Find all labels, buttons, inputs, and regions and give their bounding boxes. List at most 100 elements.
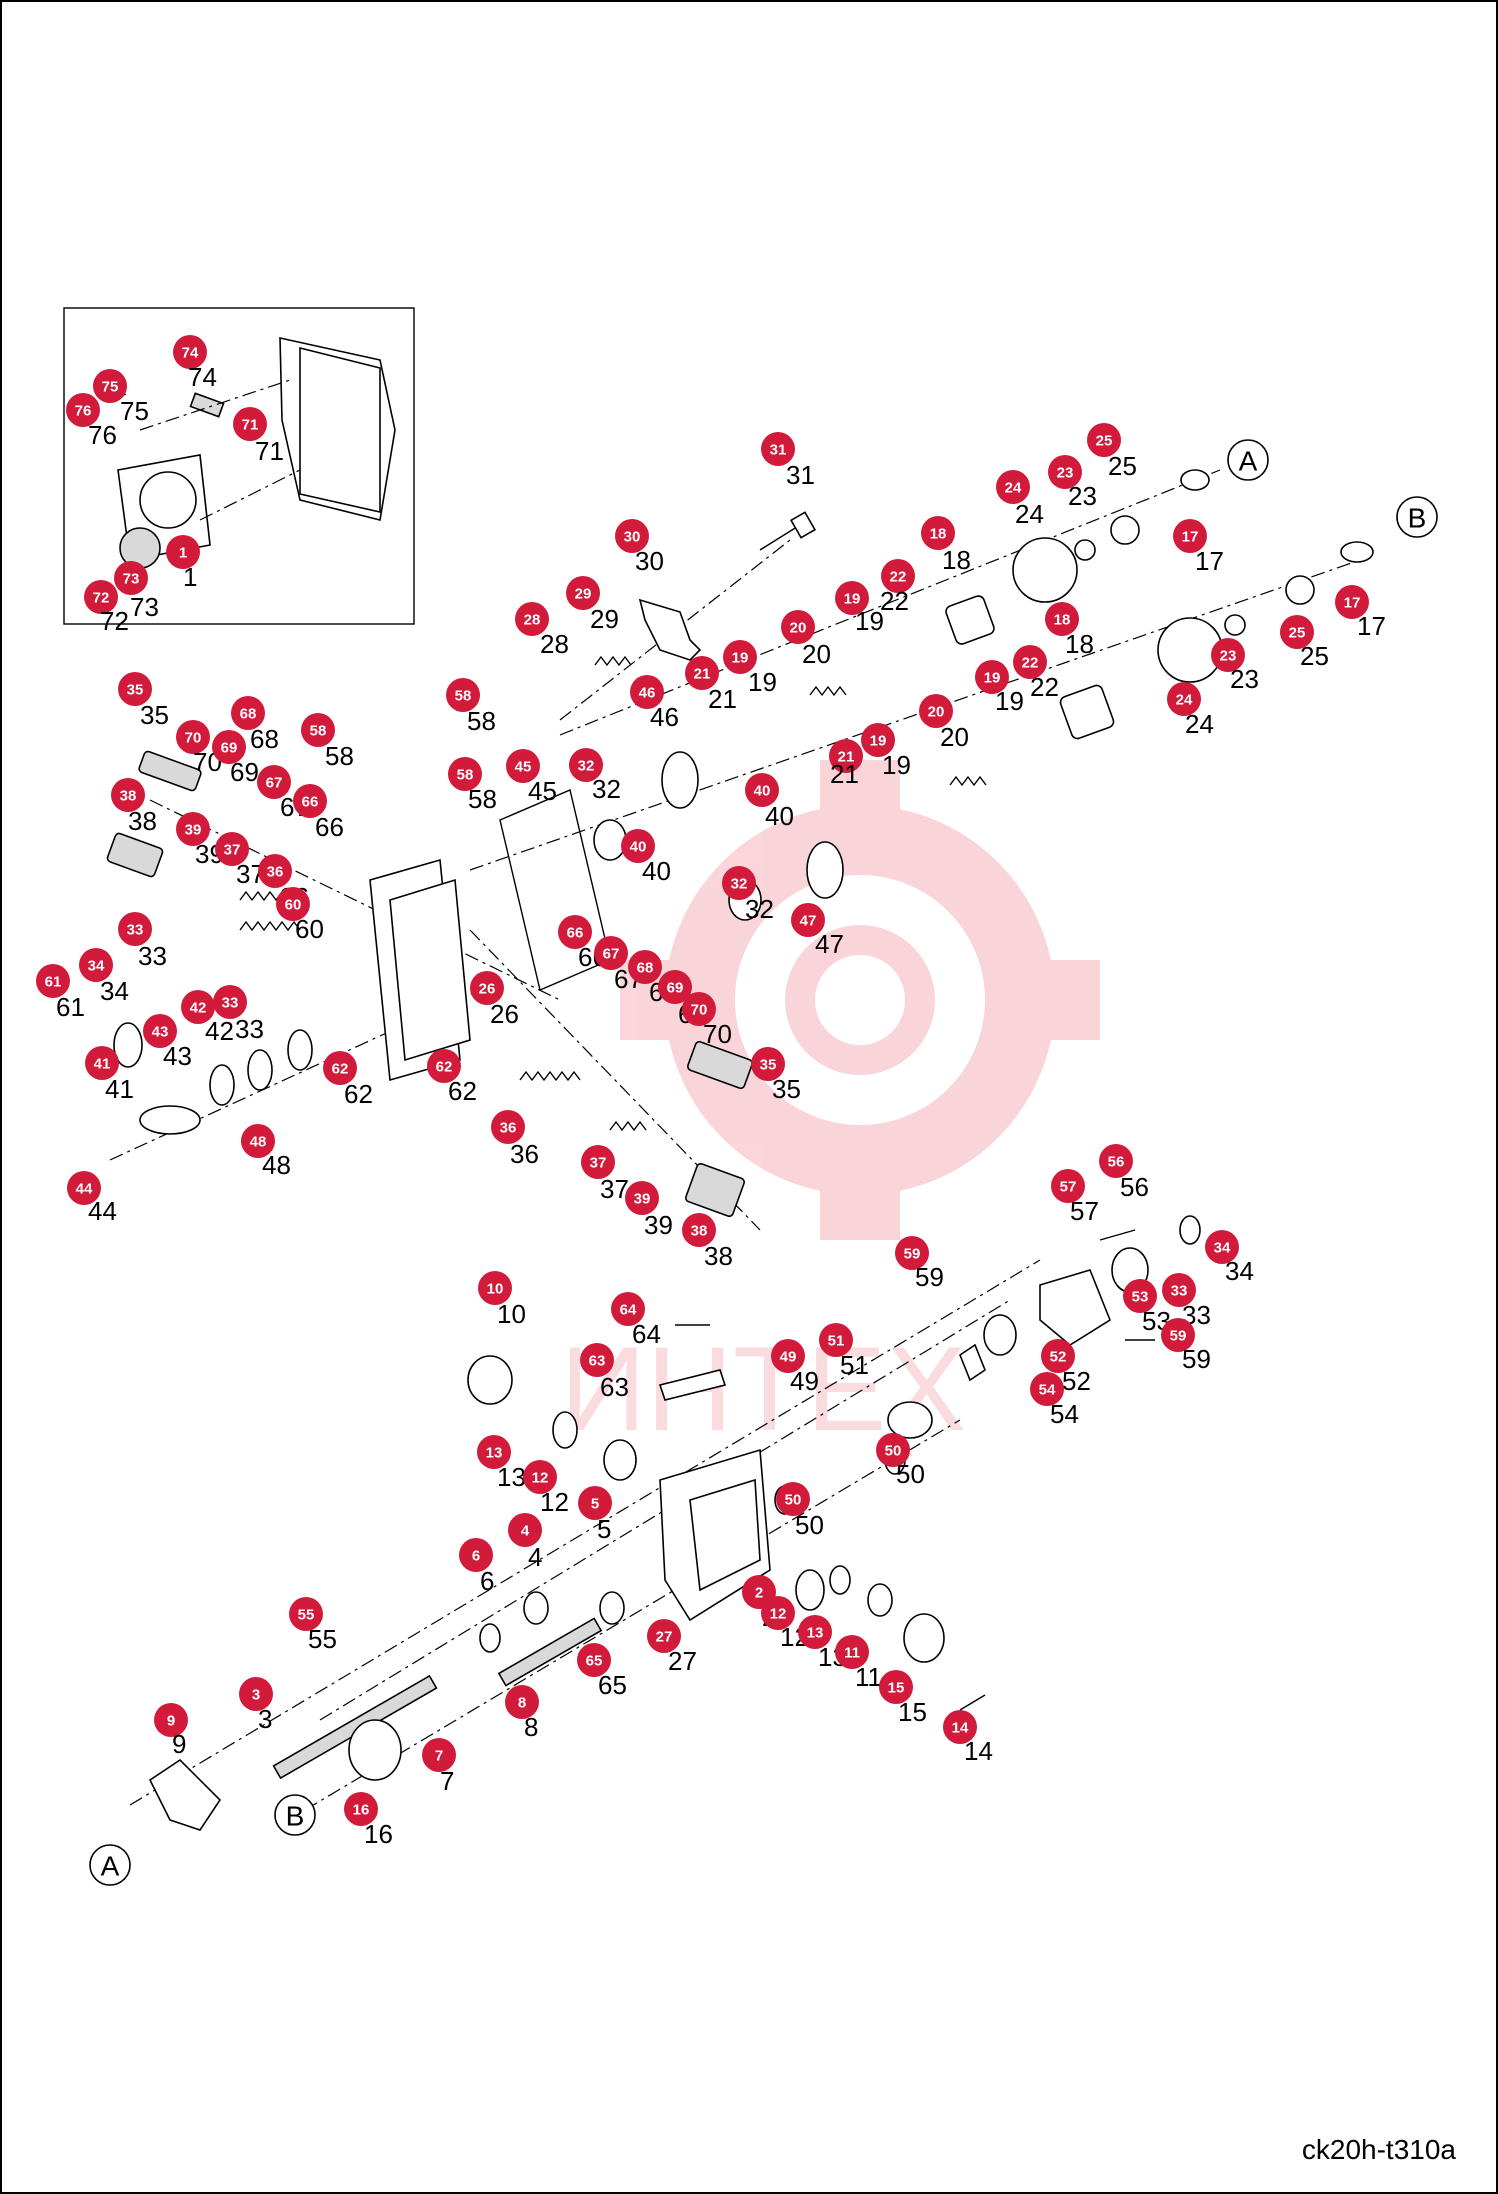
part-badge bbox=[233, 407, 267, 441]
part-badge-number: 34 bbox=[88, 958, 105, 975]
part-badge-number: 67 bbox=[266, 775, 283, 792]
part-badge bbox=[682, 1213, 716, 1247]
part-badge bbox=[566, 576, 600, 610]
part-badge-number: 74 bbox=[182, 345, 199, 362]
part-number-label: 50 bbox=[896, 1459, 925, 1489]
part-badge-number: 72 bbox=[93, 590, 110, 607]
part-number-label: 12 bbox=[540, 1487, 569, 1517]
part-badge bbox=[477, 1435, 511, 1469]
part-number-label: 51 bbox=[840, 1350, 869, 1380]
part-badge bbox=[628, 950, 662, 984]
part-badge-number: 12 bbox=[532, 1470, 549, 1487]
part-number-label: 39 bbox=[644, 1210, 673, 1240]
part-number-label: 24 bbox=[1185, 709, 1214, 739]
part-badge bbox=[745, 773, 779, 807]
part-badge bbox=[114, 561, 148, 595]
part-badge-number: 33 bbox=[222, 995, 239, 1012]
part-number-label: 25 bbox=[1108, 451, 1137, 481]
part-badge bbox=[751, 1047, 785, 1081]
part-badge-number: 19 bbox=[870, 733, 887, 750]
part-badge-number: 52 bbox=[1050, 1349, 1067, 1366]
part-badge bbox=[66, 393, 100, 427]
part-badge bbox=[166, 535, 200, 569]
connectors: A B B A bbox=[89, 439, 1438, 1886]
part-badge bbox=[835, 581, 869, 615]
part-number-label: 22 bbox=[1030, 672, 1059, 702]
part-badge-number: 46 bbox=[639, 685, 656, 702]
part-number-label: 52 bbox=[1062, 1366, 1091, 1396]
part-badge bbox=[798, 1615, 832, 1649]
part-badge-number: 35 bbox=[127, 682, 144, 699]
part-badge-number: 58 bbox=[457, 767, 474, 784]
part-number-label: 64 bbox=[632, 1319, 661, 1349]
callout-part-3: 33 bbox=[239, 1677, 273, 1734]
part-number-label: 71 bbox=[255, 436, 284, 466]
part-badge-number: 37 bbox=[224, 842, 241, 859]
part-number-label: 38 bbox=[128, 806, 157, 836]
part-number-label: 34 bbox=[100, 976, 129, 1006]
part-number-label: 42 bbox=[205, 1016, 234, 1046]
part-number-label: 32 bbox=[592, 774, 621, 804]
part-number-label: 33 bbox=[235, 1014, 264, 1044]
part-number-label: 62 bbox=[448, 1076, 477, 1106]
part-number-label: 1 bbox=[183, 562, 197, 592]
part-badge bbox=[630, 675, 664, 709]
lower-axes bbox=[129, 1259, 1041, 1811]
part-number-label: 70 bbox=[703, 1019, 732, 1049]
part-number-label: 63 bbox=[600, 1372, 629, 1402]
part-badge bbox=[85, 1046, 119, 1080]
part-badge-number: 71 bbox=[242, 417, 259, 434]
part-badge bbox=[881, 559, 915, 593]
part-badge-number: 16 bbox=[353, 1802, 370, 1819]
part-badge bbox=[996, 470, 1030, 504]
part-badge bbox=[1162, 1273, 1196, 1307]
part-badge bbox=[921, 516, 955, 550]
part-badge-number: 36 bbox=[500, 1120, 517, 1137]
part-number-label: 14 bbox=[964, 1736, 993, 1766]
part-badge-number: 56 bbox=[1108, 1154, 1125, 1171]
part-badge-number: 15 bbox=[888, 1680, 905, 1697]
part-number-label: 34 bbox=[1225, 1256, 1254, 1286]
part-badge-number: 58 bbox=[310, 723, 327, 740]
part-number-label: 8 bbox=[524, 1712, 538, 1742]
part-badge-number: 24 bbox=[1176, 692, 1193, 709]
part-badge bbox=[505, 1685, 539, 1719]
part-badge bbox=[67, 1171, 101, 1205]
part-badge-number: 19 bbox=[844, 591, 861, 608]
part-badge-number: 23 bbox=[1220, 648, 1237, 665]
part-number-label: 47 bbox=[815, 929, 844, 959]
part-badge-number: 17 bbox=[1182, 529, 1199, 546]
callout-part-8: 88 bbox=[505, 1685, 539, 1742]
part-badge-number: 34 bbox=[1214, 1240, 1231, 1257]
connector-a-upper bbox=[1227, 439, 1269, 481]
part-badge-number: 6 bbox=[472, 1548, 480, 1565]
part-number-label: 75 bbox=[120, 396, 149, 426]
part-badge-number: 14 bbox=[952, 1720, 969, 1737]
